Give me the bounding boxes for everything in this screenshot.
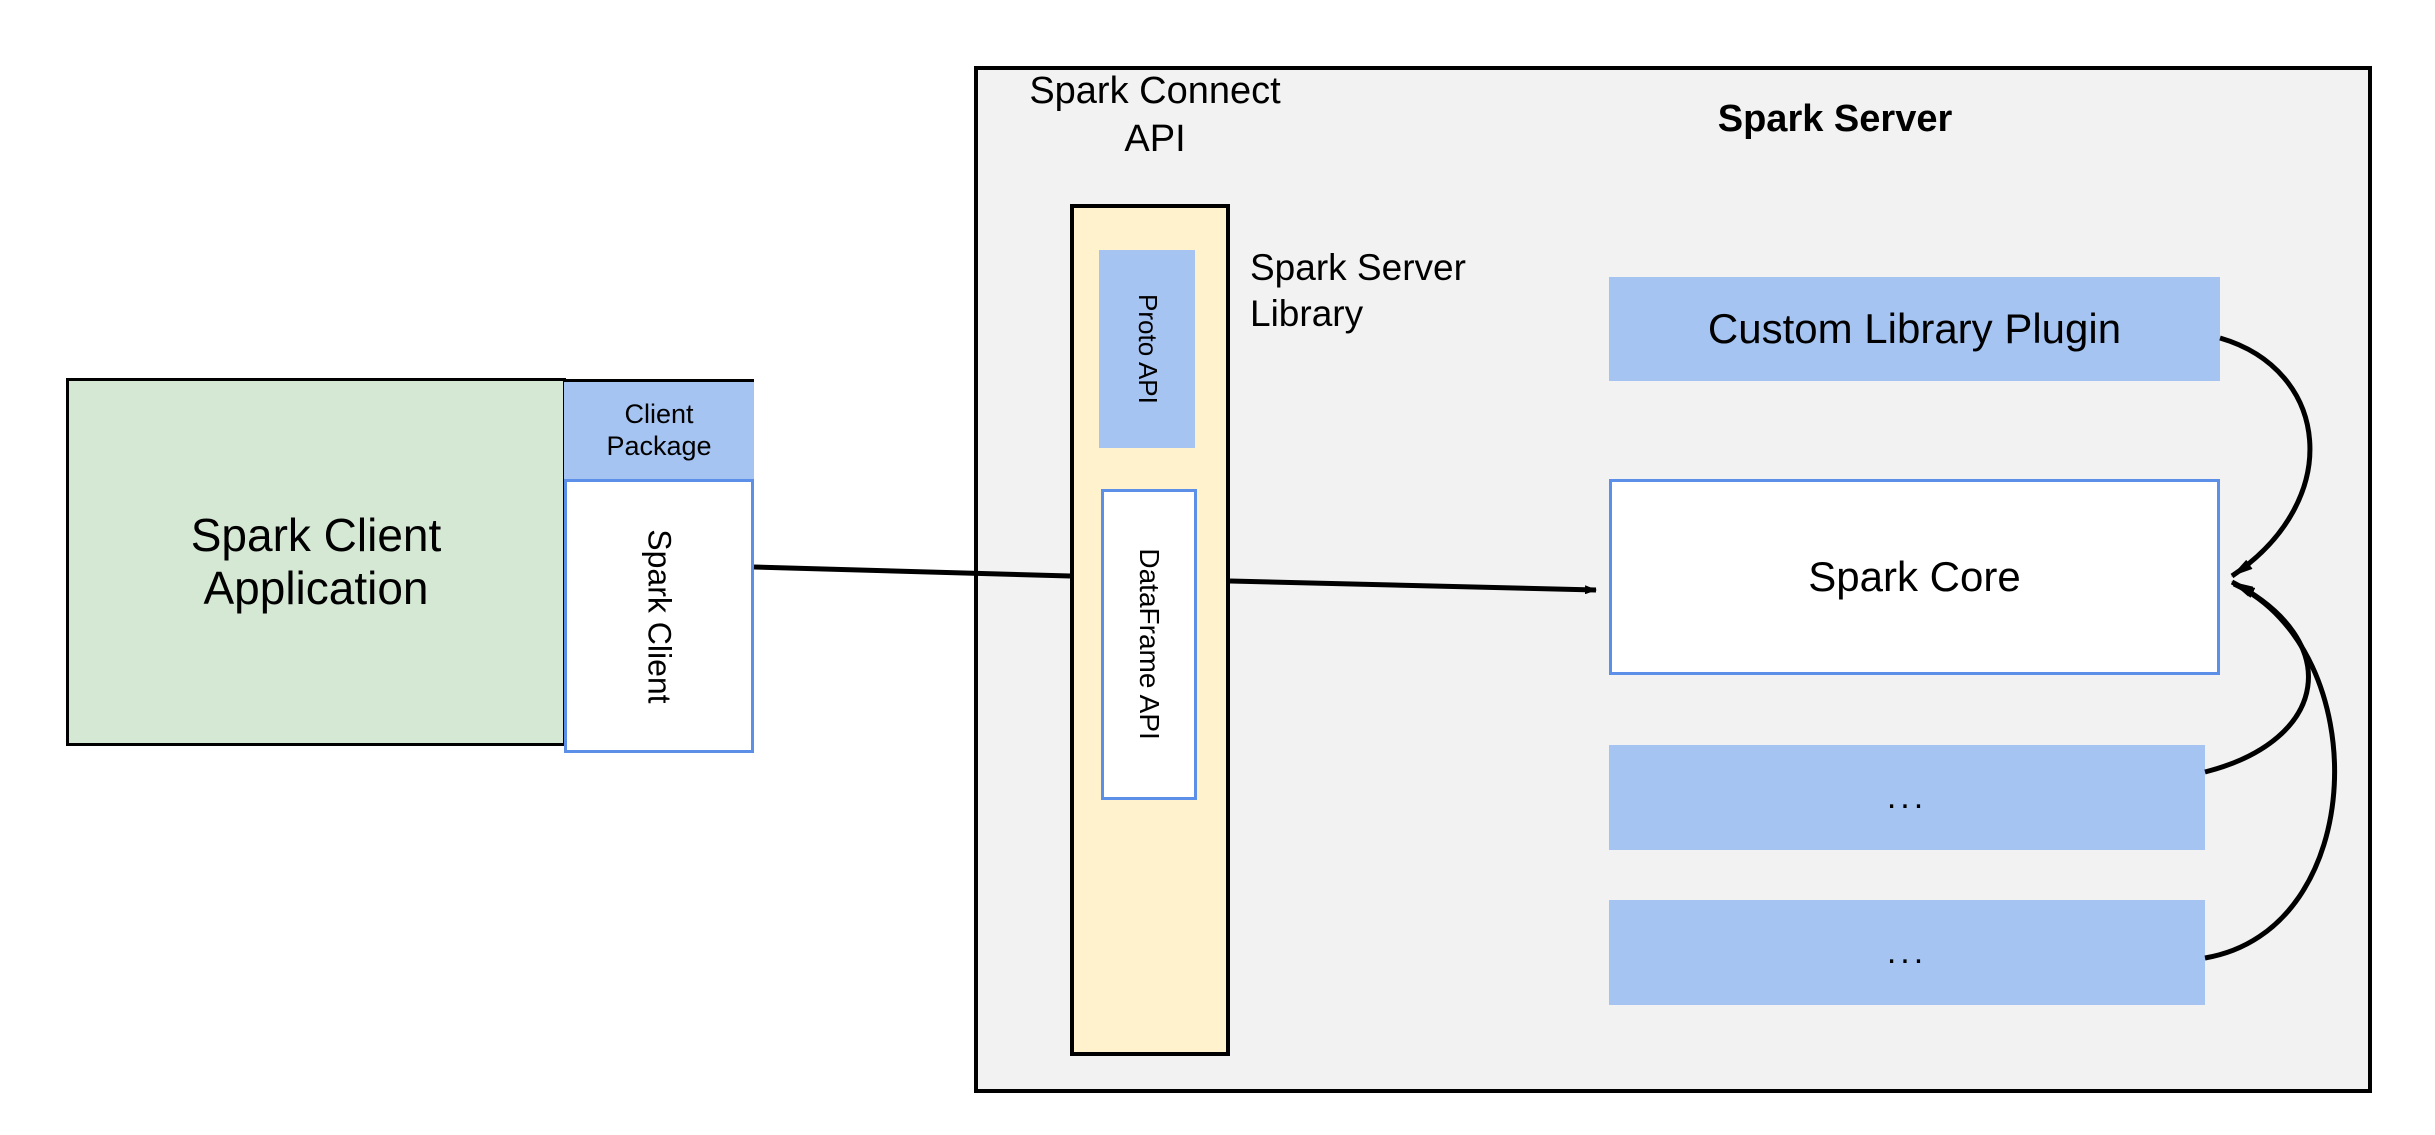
spark-client-application-label: Spark Client Application: [190, 509, 442, 614]
ellipsis-block-1-label: ...: [1886, 777, 1928, 816]
spark-server-library-label: Spark Server Library: [1250, 247, 1466, 335]
custom-library-plugin-label: Custom Library Plugin: [1707, 304, 2122, 352]
spark-connect-api-label: Spark Connect API: [1029, 70, 1281, 160]
client-package-block: Client Package: [564, 379, 754, 479]
dataframe-api-block: DataFrame API: [1101, 489, 1197, 800]
dataframe-api-label: DataFrame API: [1134, 548, 1166, 741]
proto-api-label: Proto API: [1132, 294, 1163, 404]
custom-library-plugin-block: Custom Library Plugin: [1609, 277, 2220, 381]
spark-core-block: Spark Core: [1609, 479, 2220, 675]
client-package-label: Client Package: [606, 399, 712, 461]
spark-client-label: Spark Client: [641, 528, 678, 704]
spark-server-title: Spark Server: [1717, 98, 1953, 140]
proto-api-block: Proto API: [1099, 250, 1195, 448]
ellipsis-block-1: ...: [1609, 745, 2205, 850]
spark-core-label: Spark Core: [1808, 552, 2021, 600]
ellipsis-block-2-label: ...: [1886, 932, 1928, 971]
spark-client-block: Spark Client: [564, 479, 754, 753]
spark-client-application-block: Spark Client Application: [66, 378, 566, 746]
ellipsis-block-2: ...: [1609, 900, 2205, 1005]
